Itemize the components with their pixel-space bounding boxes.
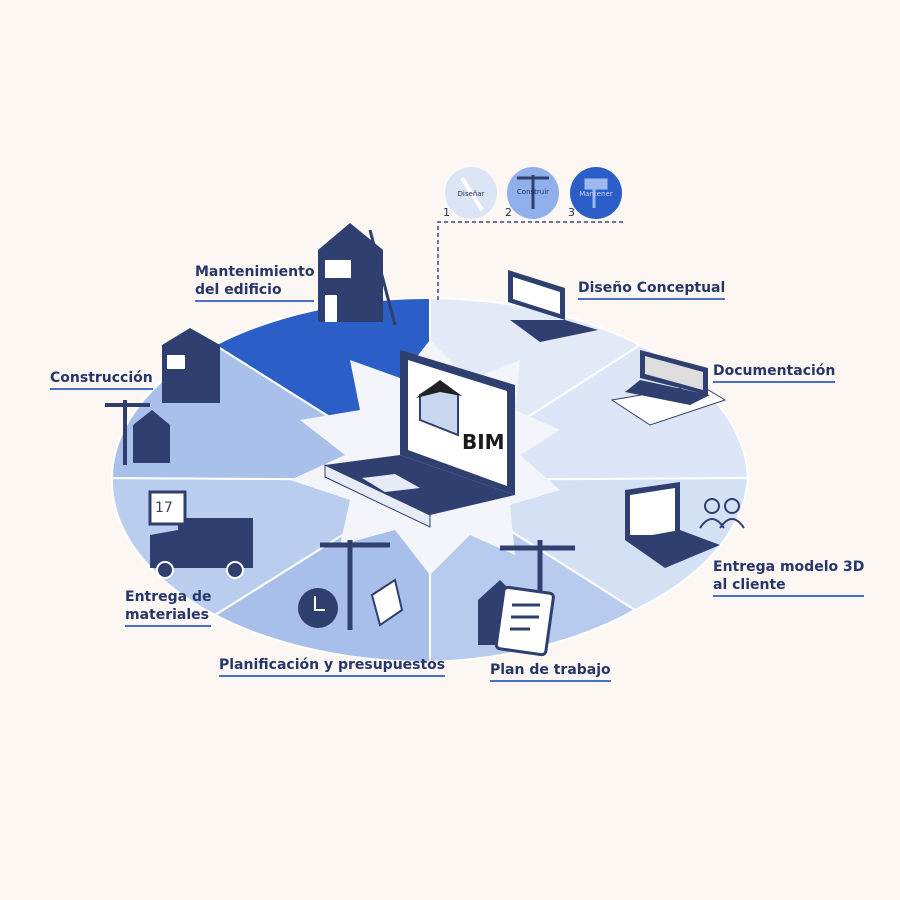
label-line: Entrega modelo 3D [713,559,865,575]
step-maintain-circle[interactable] [570,167,622,219]
label-diseno-conceptual: Diseño Conceptual [578,279,726,300]
step-number-1: 1 [443,206,450,219]
bim-label: BIM [462,430,505,454]
hammer-icon [584,178,608,208]
label-entrega-materiales: Entrega de materiales [125,588,212,627]
laptop-icon [324,350,515,528]
label-mantenimiento: Mantenimiento del edificio [195,263,315,302]
label-line: Mantenimiento [195,264,315,280]
label-line: Entrega de [125,589,212,605]
calendar-day: 17 [155,500,173,516]
label-line: materiales [125,607,209,623]
connector-line [437,221,625,300]
step-build-label: Construir [516,188,550,196]
crane-document-icon [478,540,575,657]
users-icon [699,498,745,529]
label-documentacion: Documentación [713,362,836,383]
laptop-design-icon [508,270,598,342]
documents-laptop-icon [610,350,727,426]
delivery-truck-icon [148,490,253,579]
label-entrega-modelo-3d: Entrega modelo 3D al cliente [713,558,865,597]
step-number-2: 2 [505,206,512,219]
step-number-3: 3 [568,206,575,219]
construction-house-icon [105,328,220,465]
step-design-label: Diseñar [457,190,485,198]
step-maintain-label: Mantener [579,190,613,198]
label-construccion: Construcción [50,369,153,390]
pencil-icon [460,176,484,212]
label-plan-de-trabajo: Plan de trabajo [490,661,611,682]
crane-icon [517,175,549,209]
maintenance-house-icon [318,223,397,326]
label-line: del edificio [195,282,282,298]
label-line: al cliente [713,577,786,593]
clock-crane-price-tag-icon [298,540,404,630]
laptop-3d-model-icon [625,482,720,568]
label-planificacion: Planificación y presupuestos [219,656,446,677]
